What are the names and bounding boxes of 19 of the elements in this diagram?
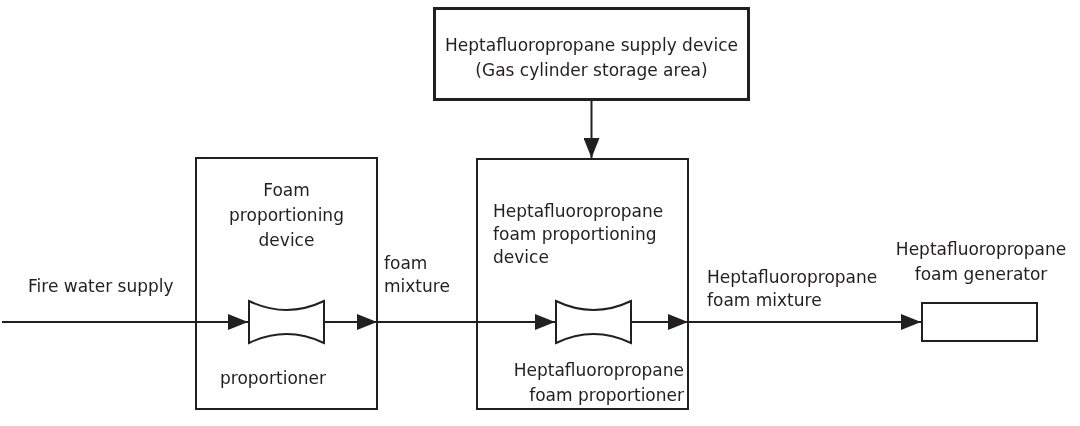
edge-label: Heptafluoropropane foam mixture <box>707 266 879 312</box>
edge-label: Fire water supply <box>28 275 175 298</box>
arrow <box>324 314 556 330</box>
node-caption: Heptafluoropropane foam generator <box>894 238 1068 286</box>
generator-box <box>921 302 1038 342</box>
node-label: Heptafluoropropane supply device (Gas cylinder storage area) <box>444 34 739 82</box>
process-box <box>476 158 689 410</box>
proportioner-symbol <box>248 299 325 345</box>
node-caption: Heptafluoropropane foam proportioner <box>512 359 684 407</box>
edge-label: foam mixture <box>384 252 451 298</box>
arrow <box>1 314 249 330</box>
arrow <box>583 100 600 159</box>
process-box <box>195 157 378 410</box>
node-caption: proportioner <box>220 367 327 390</box>
node-label: Foam proportioning device <box>228 179 345 252</box>
proportioner-symbol <box>555 299 632 345</box>
arrow <box>631 314 922 330</box>
process-box <box>433 7 750 101</box>
node-label: Heptafluoropropane foam proportioning device <box>493 200 665 269</box>
